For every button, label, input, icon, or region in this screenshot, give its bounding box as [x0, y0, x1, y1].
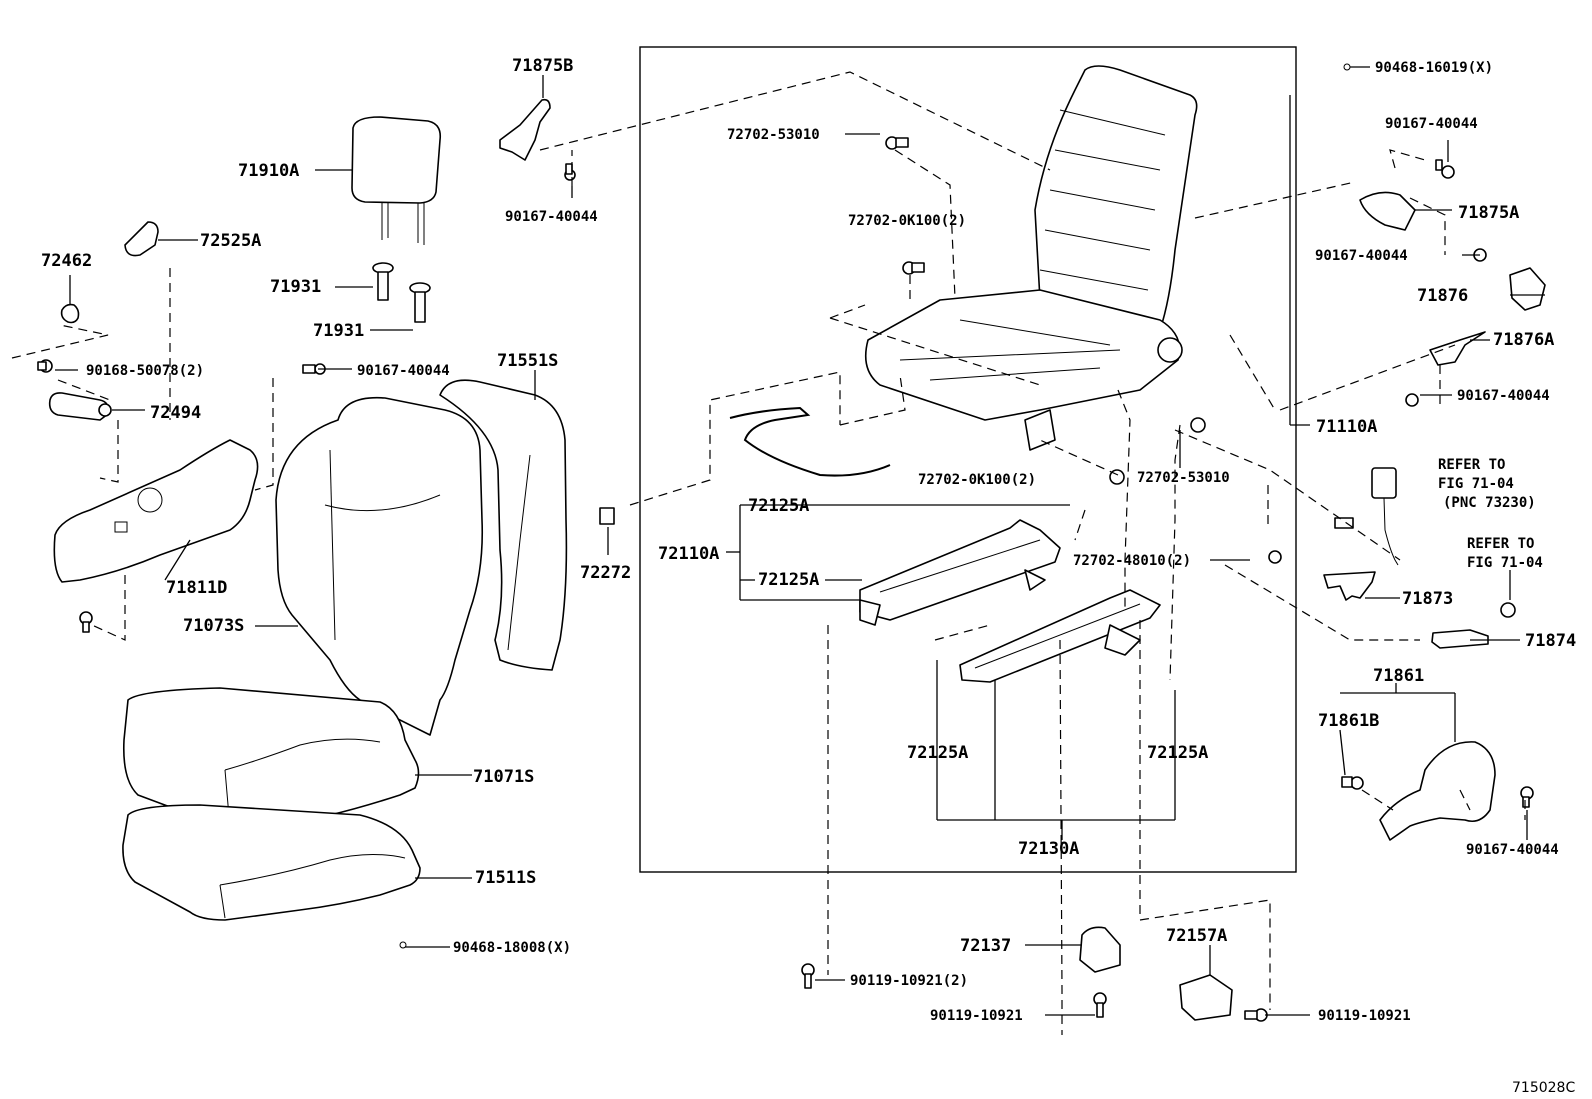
refer-note-1-line3: (PNC 73230) [1443, 495, 1536, 511]
label-72125A-3: 72125A [907, 743, 968, 763]
knob-part [60, 303, 80, 324]
label-72125A-4: 72125A [1147, 743, 1208, 763]
label-72525A: 72525A [200, 231, 261, 251]
label-71861B: 71861B [1318, 711, 1379, 731]
label-90167-40044-mid: 90167-40044 [357, 363, 450, 379]
wire-part [729, 406, 891, 477]
label-72157A: 72157A [1166, 926, 1227, 946]
cover-71876-part [1509, 267, 1546, 311]
label-71875A: 71875A [1458, 203, 1519, 223]
label-72137: 72137 [960, 936, 1011, 956]
label-90167-40044-r1: 90167-40044 [1385, 116, 1478, 132]
refer-note-1-line1: REFER TO [1438, 457, 1505, 473]
label-71073S: 71073S [183, 616, 244, 636]
label-72110A: 72110A [658, 544, 719, 564]
adjuster-rail-part [859, 519, 1161, 683]
label-71875B: 71875B [512, 56, 573, 76]
label-72702-0K100-b: 72702-0K100(2) [918, 472, 1036, 488]
cover-72137-part [1079, 926, 1121, 973]
bolt-icons [37, 63, 1534, 1022]
label-71861: 71861 [1373, 666, 1424, 686]
leader-lines [55, 66, 1545, 1016]
label-71811D: 71811D [166, 578, 227, 598]
label-90468-18008: 90468-18008(X) [453, 940, 571, 956]
label-72702-53010-top: 72702-53010 [727, 127, 820, 143]
cover-72157A-part [1179, 974, 1233, 1021]
part-labels: 71875B 72702-53010 90468-16019(X) 71910A… [41, 56, 1576, 1096]
dashed-reference-lines [11, 71, 1526, 1035]
clip-72272-part [599, 507, 615, 525]
label-72125A-1: 72125A [748, 496, 809, 516]
label-71873: 71873 [1402, 589, 1453, 609]
seat-cushion-pad-part [122, 804, 421, 921]
label-90167-40044-br: 90167-40044 [1466, 842, 1559, 858]
seat-frame-part [864, 65, 1198, 451]
side-shield-part [53, 439, 259, 583]
label-71071S: 71071S [473, 767, 534, 787]
figure-code: 715028C [1512, 1080, 1575, 1096]
bracket-71875A-part [1359, 191, 1416, 231]
bracket-71874-part [1431, 629, 1489, 649]
frame-assembly-box [639, 46, 1297, 873]
bracket-71876A-part [1429, 331, 1486, 366]
label-71931-a: 71931 [270, 277, 321, 297]
label-71511S: 71511S [475, 868, 536, 888]
label-72702-53010-mid: 72702-53010 [1137, 470, 1230, 486]
label-90119-10921-2: 90119-10921(2) [850, 973, 968, 989]
label-72462: 72462 [41, 251, 92, 271]
headrest-guide-part [372, 262, 431, 323]
label-71874: 71874 [1525, 631, 1576, 651]
label-90167-40044-r3: 90167-40044 [1457, 388, 1550, 404]
refer-note-2-line2: FIG 71-04 [1467, 555, 1543, 571]
headrest-part [351, 116, 442, 245]
label-72702-0K100-a: 72702-0K100(2) [848, 213, 966, 229]
label-71876A: 71876A [1493, 330, 1554, 350]
lever-cover-part [124, 221, 159, 257]
bracket-71875B-part [499, 98, 551, 161]
seatback-cover-part [275, 396, 484, 736]
bracket-71873-part [1323, 571, 1376, 601]
label-90119-10921-b: 90119-10921 [1318, 1008, 1411, 1024]
label-90119-10921-a: 90119-10921 [930, 1008, 1023, 1024]
seat-belt-buckle-part [1334, 467, 1399, 566]
label-71876: 71876 [1417, 286, 1468, 306]
seatback-rear-part [439, 379, 568, 671]
label-90167-40044-r2: 90167-40044 [1315, 248, 1408, 264]
label-90167-40044-top: 90167-40044 [505, 209, 598, 225]
label-71931-b: 71931 [313, 321, 364, 341]
label-71551S: 71551S [497, 351, 558, 371]
label-72130A: 72130A [1018, 839, 1079, 859]
label-71910A: 71910A [238, 161, 299, 181]
label-72272: 72272 [580, 563, 631, 583]
refer-note-1-line2: FIG 71-04 [1438, 476, 1514, 492]
label-90468-16019: 90468-16019(X) [1375, 60, 1493, 76]
label-71110A: 71110A [1316, 417, 1377, 437]
shield-71861-part [1379, 741, 1496, 841]
label-72125A-2: 72125A [758, 570, 819, 590]
refer-note-2-line1: REFER TO [1467, 536, 1534, 552]
label-72494: 72494 [150, 403, 201, 423]
label-72702-48010: 72702-48010(2) [1073, 553, 1191, 569]
label-90168-50078: 90168-50078(2) [86, 363, 204, 379]
